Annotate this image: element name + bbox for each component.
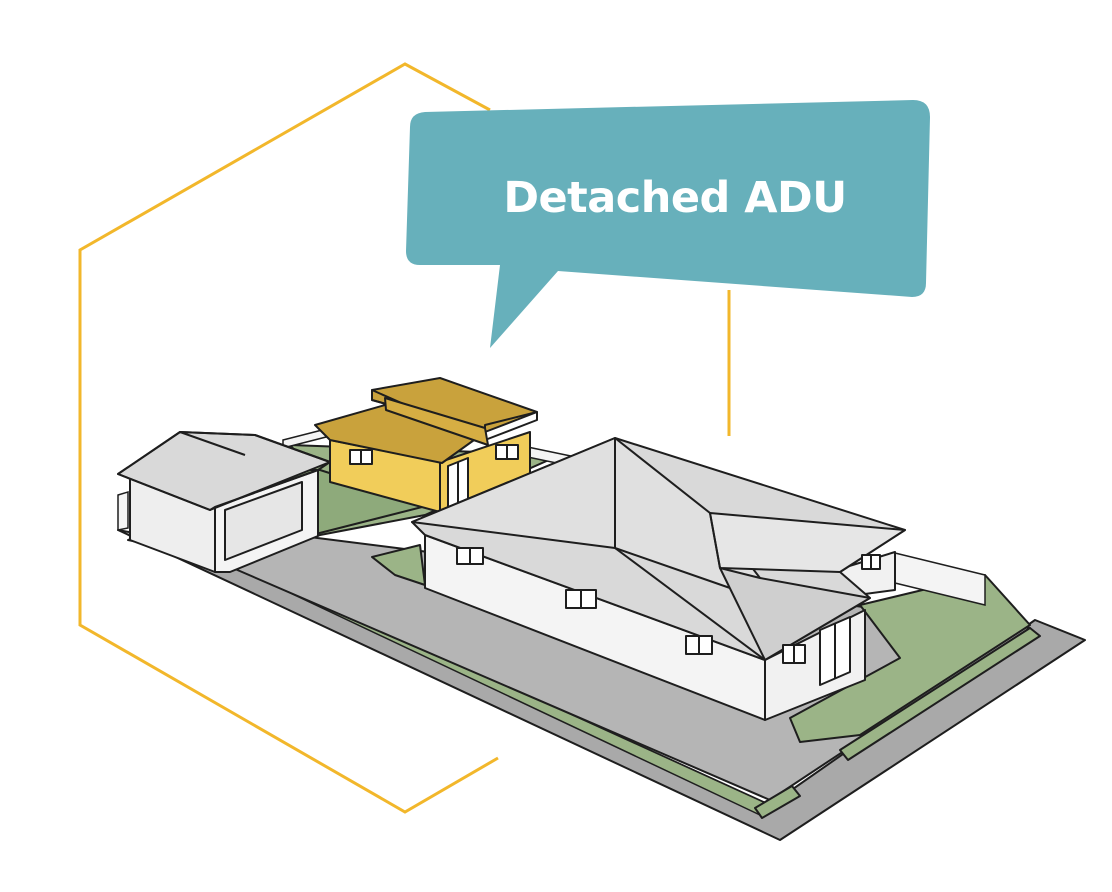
main-house bbox=[411, 437, 906, 721]
adu-building bbox=[314, 377, 538, 513]
garage bbox=[117, 431, 331, 573]
callout-bubble: Detached ADU bbox=[406, 100, 930, 348]
callout-label: Detached ADU bbox=[503, 173, 846, 223]
hexagon-outline-icon bbox=[78, 62, 499, 814]
lot-ground bbox=[117, 444, 1086, 841]
fence bbox=[117, 427, 986, 606]
